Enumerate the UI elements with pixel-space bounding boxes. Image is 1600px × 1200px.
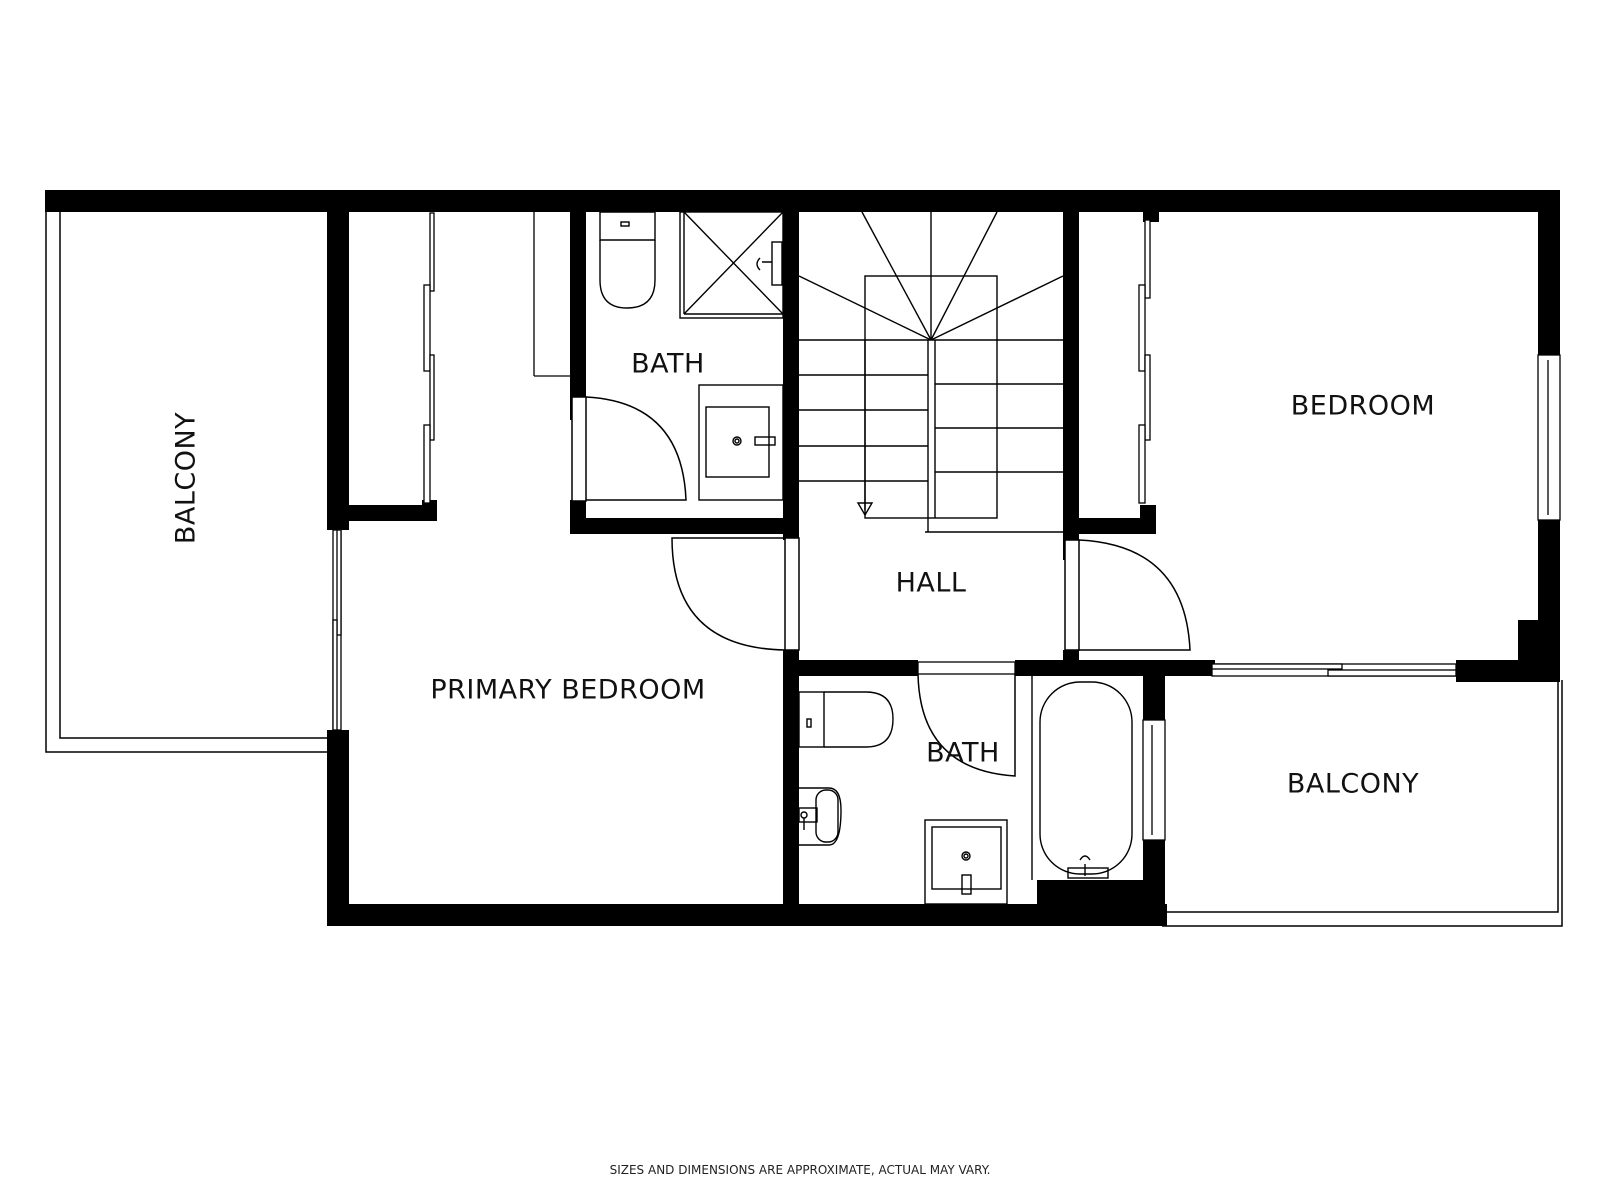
walls xyxy=(45,190,1560,926)
room-label-bath-upper: BATH xyxy=(631,348,705,380)
door-swings xyxy=(571,396,1191,777)
room-label-hall: HALL xyxy=(895,567,967,599)
room-label-bedroom: BEDROOM xyxy=(1290,390,1436,422)
disclaimer-text: SIZES AND DIMENSIONS ARE APPROXIMATE, AC… xyxy=(609,1163,991,1177)
upper-bath-fixtures xyxy=(599,211,784,501)
room-label-bath-lower: BATH xyxy=(926,737,1000,769)
room-label-balcony-right: BALCONY xyxy=(1286,768,1420,800)
lower-bath-fixtures xyxy=(798,676,1133,905)
room-label-primary-bedroom: PRIMARY BEDROOM xyxy=(430,674,706,706)
closet-doors-bedroom xyxy=(1138,219,1151,504)
balcony-right-outline xyxy=(1162,680,1563,927)
room-label-balcony-left: BALCONY xyxy=(170,411,202,545)
staircase xyxy=(798,211,1064,533)
windows xyxy=(332,354,1561,841)
balcony-left-outline xyxy=(45,210,330,753)
closet-doors-primary xyxy=(423,212,570,504)
